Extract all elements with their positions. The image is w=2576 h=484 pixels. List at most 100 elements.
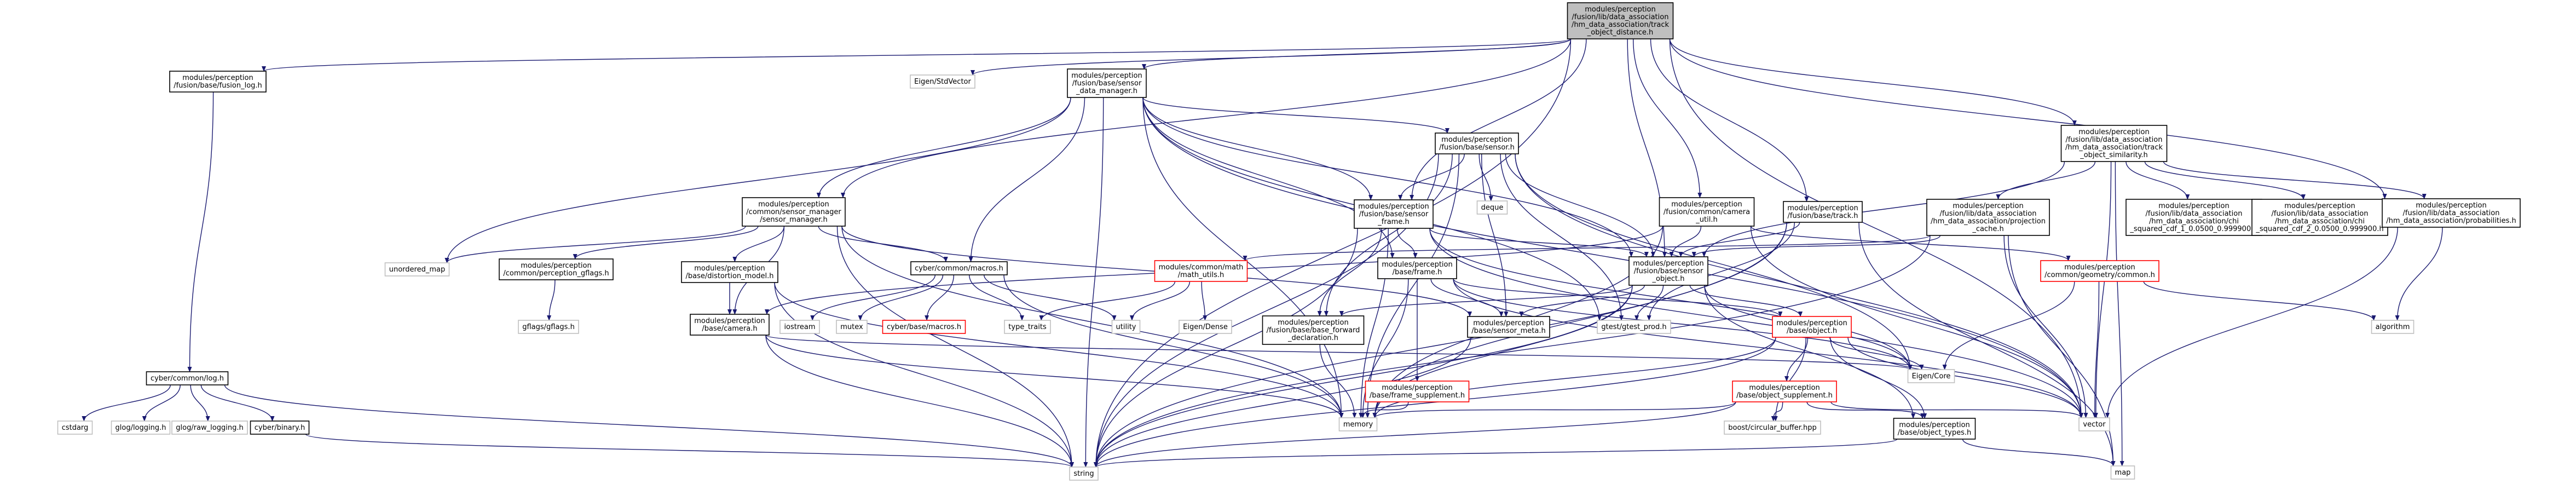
edge-perception-gflags-to-gflags	[547, 279, 556, 321]
edge-cyber-macros-to-utility	[984, 274, 1117, 321]
node-label-line: type_traits	[1008, 323, 1047, 331]
node-label-line: /fusion/lib/data_association	[1572, 13, 1669, 21]
node-label-line: modules/perception	[521, 262, 591, 270]
edge-root-to-vector	[1669, 38, 2083, 418]
node-box	[690, 314, 770, 336]
node-cyber-macros[interactable]: cyber/common/macros.h	[910, 261, 1008, 275]
node-base-forward[interactable]: modules/perception/fusion/base/base_forw…	[1262, 315, 1365, 345]
node-frame-supplement[interactable]: modules/perception/base/frame_supplement…	[1365, 381, 1470, 402]
node-glog-logging: glog/logging.h	[111, 420, 171, 435]
node-sensor-h[interactable]: modules/perception/fusion/base/sensor.h	[1435, 132, 1519, 154]
node-box	[111, 420, 171, 435]
node-base-frame[interactable]: modules/perception/base/frame.h	[1377, 257, 1457, 279]
edge-sensor-frame-to-eigen-core	[1429, 228, 1913, 370]
edge-base-frame-to-vector	[1453, 278, 2083, 418]
edge-projection-cache-to-vector	[2003, 235, 2088, 418]
node-label-line: cyber/common/macros.h	[915, 264, 1003, 273]
node-cyber-binary[interactable]: cyber/binary.h	[250, 420, 310, 435]
node-label-line: utility	[1116, 323, 1136, 331]
node-math-utils[interactable]: modules/common/math/math_utils.h	[1154, 260, 1248, 282]
nodes: modules/perception/fusion/lib/data_assoc…	[57, 2, 2521, 481]
edge-sensor-h-to-vector	[1515, 153, 2083, 418]
node-memory: memory	[1338, 417, 1378, 431]
node-object-supplement[interactable]: modules/perception/base/object_supplemen…	[1732, 381, 1837, 402]
node-base-object[interactable]: modules/perception/base/object.h	[1772, 316, 1852, 338]
node-sensor-manager[interactable]: modules/perception/common/sensor_manager…	[742, 197, 846, 227]
edge-track-object-similarity-to-chi-squared-2	[2144, 161, 2306, 200]
edge-distortion-model-to-memory	[774, 282, 1344, 418]
node-chi-squared-1[interactable]: modules/perception/fusion/lib/data_assoc…	[2126, 199, 2262, 236]
node-camera-util[interactable]: modules/perception/fusion/common/camera_…	[1659, 197, 1755, 227]
node-box	[1262, 315, 1365, 345]
node-label-line: Eigen/StdVector	[914, 78, 971, 86]
edge-track-h-to-string	[1094, 222, 1787, 468]
node-box	[2382, 198, 2521, 228]
node-cyber-log[interactable]: cyber/common/log.h	[146, 371, 229, 385]
edge-geometry-common-to-eigen-core	[1942, 281, 2075, 370]
node-box	[2060, 125, 2168, 162]
node-label-line: modules/perception	[1633, 260, 1703, 268]
node-label-line: modules/perception	[2064, 263, 2135, 272]
edge-root-to-camera-util	[1633, 38, 1702, 198]
node-box	[2040, 260, 2159, 282]
node-label-line: modules/perception	[1382, 261, 1452, 269]
node-label-line: /hm_data_association/chi	[2149, 217, 2239, 226]
node-geometry-common[interactable]: modules/perception/common/geometry/commo…	[2040, 260, 2159, 282]
node-label-line: cstdarg	[62, 424, 89, 432]
node-probabilities[interactable]: modules/perception/fusion/lib/data_assoc…	[2382, 198, 2521, 228]
edge-probabilities-to-algorithm	[2395, 227, 2443, 321]
node-label-line: _util.h	[1695, 216, 1717, 224]
node-label-line: memory	[1343, 420, 1373, 429]
node-fusion-log[interactable]: modules/perception/fusion/base/fusion_lo…	[169, 71, 267, 93]
node-base-camera[interactable]: modules/perception/base/camera.h	[690, 314, 770, 336]
node-label-line: _frame.h	[1377, 218, 1409, 226]
node-label-line: modules/perception	[758, 200, 829, 209]
node-track-h[interactable]: modules/perception/fusion/base/track.h	[1783, 201, 1863, 223]
edge-cyber-macros-to-memory	[1003, 274, 1344, 418]
node-label-line: /fusion/base/sensor	[1072, 79, 1142, 88]
edge-sensor-data-manager-to-cyber-macros	[968, 97, 1085, 262]
node-box	[499, 258, 614, 280]
edge-object-types-to-string	[1094, 439, 1898, 468]
node-sensor-object[interactable]: modules/perception/fusion/base/sensor_ob…	[1628, 256, 1708, 286]
edge-sensor-data-manager-to-sensor-manager	[816, 97, 1071, 198]
node-perception-gflags[interactable]: modules/perception/common/perception_gfl…	[499, 258, 614, 280]
node-cyber-base-macros[interactable]: cyber/base/macros.h	[882, 320, 966, 334]
edge-base-frame-to-base-object	[1453, 278, 1783, 317]
edge-sensor-h-to-sensor-object	[1505, 153, 1655, 257]
edge-root-to-sensor-manager	[841, 38, 1572, 198]
node-projection-cache[interactable]: modules/perception/fusion/lib/data_assoc…	[1926, 199, 2050, 236]
node-box	[1732, 381, 1837, 402]
node-label-line: /base/camera.h	[702, 325, 757, 333]
edge-sensor-data-manager-to-unordered-map	[444, 97, 1071, 263]
node-label-line: /fusion/lib/data_association	[1940, 210, 2037, 218]
node-label-line: /base/frame_supplement.h	[1370, 391, 1465, 400]
node-box	[2078, 417, 2110, 431]
node-track-object-similarity[interactable]: modules/perception/fusion/lib/data_assoc…	[2060, 125, 2168, 162]
node-object-types[interactable]: modules/perception/base/object_types.h	[1893, 418, 1976, 440]
edge-cyber-log-to-string	[224, 384, 1074, 468]
node-box	[1628, 256, 1708, 286]
edge-cyber-macros-to-iostream	[810, 274, 936, 321]
node-box	[250, 420, 310, 435]
node-distortion-model[interactable]: modules/perception/base/distortion_model…	[681, 261, 778, 283]
edge-sensor-data-manager-to-sensor-h	[1142, 97, 1449, 134]
node-sensor-meta[interactable]: modules/perception/base/sensor_meta.h	[1467, 316, 1550, 338]
edge-sensor-frame-to-base-forward	[1317, 228, 1382, 316]
node-eigen-core: Eigen/Core	[1907, 369, 1955, 383]
node-label-line: modules/perception	[1358, 203, 1429, 211]
node-sensor-frame[interactable]: modules/perception/fusion/base/sensor_fr…	[1354, 199, 1434, 229]
node-label-line: vector	[2083, 420, 2106, 429]
node-box	[1179, 320, 1232, 334]
edge-object-supplement-to-boost-circular	[1771, 401, 1783, 422]
edge-cyber-binary-to-string	[305, 434, 1074, 468]
edge-sensor-data-manager-to-sensor-object	[1142, 97, 1633, 257]
node-sensor-data-manager[interactable]: modules/perception/fusion/base/sensor_da…	[1067, 68, 1147, 98]
node-root[interactable]: modules/perception/fusion/lib/data_assoc…	[1567, 2, 1674, 39]
node-box	[1365, 381, 1470, 402]
node-label-line: _cache.h	[1972, 225, 2003, 233]
node-chi-squared-2[interactable]: modules/perception/fusion/lib/data_assoc…	[2251, 199, 2388, 236]
node-eigen-dense: Eigen/Dense	[1179, 320, 1232, 334]
edge-geometry-common-to-vector	[2092, 281, 2100, 418]
